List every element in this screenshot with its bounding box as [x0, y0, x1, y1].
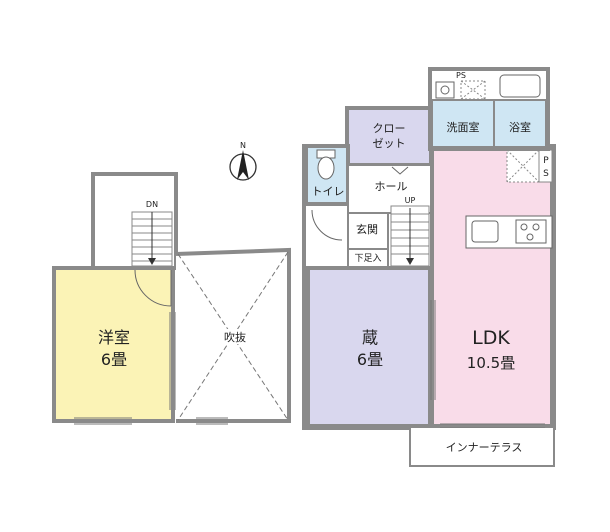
hall-name: ホール: [375, 180, 408, 193]
washroom-ps-diag-1: [460, 80, 486, 100]
inner-terrace-name: インナーテラス: [446, 441, 523, 454]
ldk-room: [430, 146, 554, 428]
kitchen-sink-icon: [471, 220, 499, 243]
ldk-ps-shaft: [506, 149, 540, 183]
western-room: [52, 266, 175, 423]
western-room-name: 洋室: [98, 328, 130, 347]
stove-icon: [515, 219, 547, 244]
wash-basin-icon: [435, 81, 455, 99]
ldk-size: 10.5畳: [467, 354, 515, 372]
western-room-size: 6畳: [101, 350, 127, 369]
western-room-window-bottom: [74, 417, 132, 425]
washroom-ps-shaft: [460, 80, 486, 100]
ldk-ps-label-2: S: [543, 169, 549, 179]
hall-closet-door: [391, 166, 409, 175]
inner-terrace: [409, 428, 555, 467]
ldk-ps-diag-2: [506, 149, 540, 183]
ldk-name: LDK: [472, 327, 510, 349]
toilet-door-swing: [311, 209, 343, 241]
western-room-door-swing: [134, 269, 172, 307]
compass-label: N: [240, 141, 246, 150]
washroom-name: 洗面室: [447, 120, 480, 134]
shoe-box-name: 下足入: [354, 253, 381, 264]
entrance-name: 玄関: [356, 222, 378, 236]
closet-label-line2: ゼット: [373, 137, 406, 150]
upper-stair-label: DN: [146, 200, 158, 209]
ldk-ps-diag-1: [506, 149, 540, 183]
upper-stair-arrowhead: [148, 258, 156, 265]
bathtub-icon: [499, 74, 541, 98]
closet-label-line1: クロー: [373, 122, 406, 135]
void-window-bottom: [196, 417, 228, 425]
bathroom: [493, 99, 547, 148]
void-name: 吹抜: [224, 330, 246, 344]
toilet-name: トイレ: [312, 185, 345, 198]
void-label-bg: [218, 329, 252, 344]
storage-room: [306, 266, 432, 428]
washroom-ps-diag-2: [460, 80, 486, 100]
storage-name: 蔵: [362, 328, 378, 347]
hall: [347, 164, 433, 214]
toilet-fixture-icon: [316, 149, 336, 180]
ldk-window-left: [430, 300, 436, 400]
washroom-ps-label: PS: [456, 71, 466, 80]
ldk-ps-label-1: P: [543, 156, 549, 166]
bathroom-name: 浴室: [509, 120, 531, 134]
storage-size: 6畳: [357, 350, 383, 369]
washroom: [431, 99, 495, 148]
compass-icon: [229, 150, 257, 181]
lower-stair-label: UP: [405, 196, 416, 205]
lower-stair-arrowhead: [406, 258, 414, 265]
